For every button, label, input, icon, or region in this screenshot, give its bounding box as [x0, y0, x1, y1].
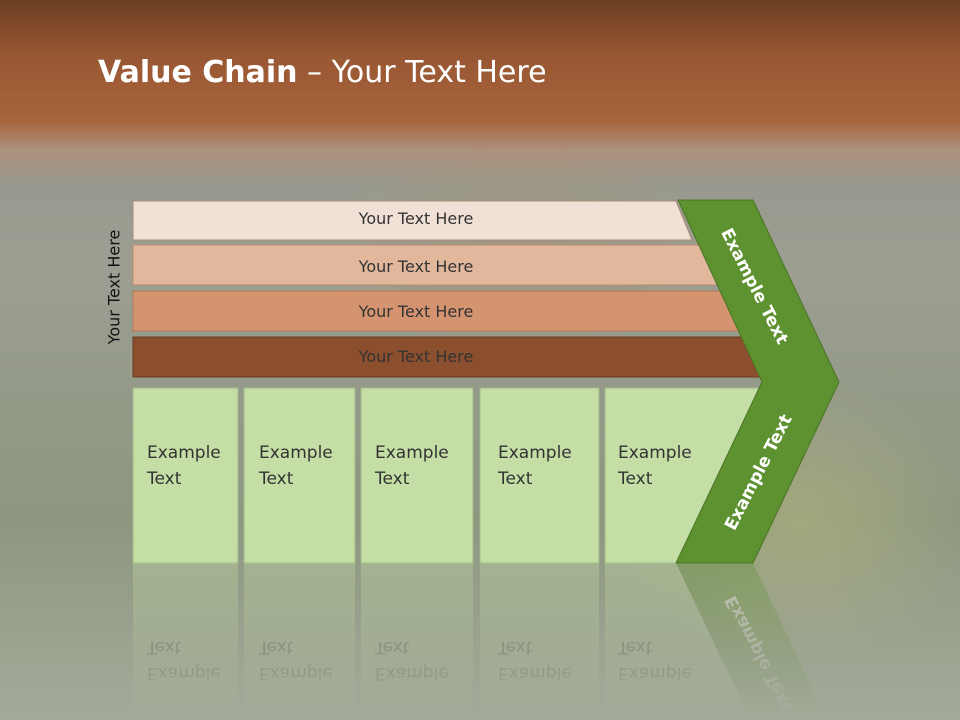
- box-3-line2-reflection: Text: [374, 637, 410, 657]
- box-5-line2-reflection: Text: [617, 637, 653, 657]
- title-bold: Value Chain: [98, 55, 298, 90]
- bar-1-label: Your Text Here: [358, 209, 474, 228]
- bar-4-label: Your Text Here: [358, 347, 474, 366]
- chevron-reflection: [676, 563, 828, 720]
- box-1-line1: Example: [147, 443, 221, 463]
- box-1-reflection: [133, 563, 238, 720]
- box-1-line1-reflection: Example: [147, 663, 221, 683]
- box-3-reflection: [361, 563, 473, 720]
- box-4-line2-reflection: Text: [497, 637, 533, 657]
- box-4-line1: Example: [498, 443, 572, 463]
- box-2[interactable]: [243, 387, 356, 564]
- box-2-line1: Example: [259, 443, 333, 463]
- box-4-reflection: [480, 563, 599, 720]
- bar-1[interactable]: [132, 200, 693, 241]
- box-2-line2: Text: [258, 469, 294, 489]
- diagram-reflection: Example Text Example Text Example Text E…: [133, 563, 828, 720]
- box-5-line2: Text: [617, 469, 653, 489]
- bar-2-label: Your Text Here: [358, 257, 474, 276]
- box-3-line1: Example: [375, 443, 449, 463]
- chevron-arrow[interactable]: [675, 199, 840, 564]
- box-4-line1-reflection: Example: [498, 663, 572, 683]
- box-1-line2-reflection: Text: [146, 637, 182, 657]
- box-2-line2-reflection: Text: [258, 637, 294, 657]
- title-rest: – Your Text Here: [297, 55, 547, 90]
- box-1[interactable]: [132, 387, 239, 564]
- slide-title: Value Chain – Your Text Here: [98, 55, 547, 90]
- bar-3-label: Your Text Here: [358, 302, 474, 321]
- box-3-line2: Text: [374, 469, 410, 489]
- title-band: [0, 0, 960, 185]
- box-3[interactable]: [360, 387, 474, 564]
- box-4-line2: Text: [497, 469, 533, 489]
- box-5-line1-reflection: Example: [618, 663, 692, 683]
- box-2-reflection: [244, 563, 355, 720]
- box-5-line1: Example: [618, 443, 692, 463]
- box-1-line2: Text: [146, 469, 182, 489]
- box-3-line1-reflection: Example: [375, 663, 449, 683]
- box-5-reflection: [605, 563, 753, 720]
- box-4[interactable]: [479, 387, 600, 564]
- box-2-line1-reflection: Example: [259, 663, 333, 683]
